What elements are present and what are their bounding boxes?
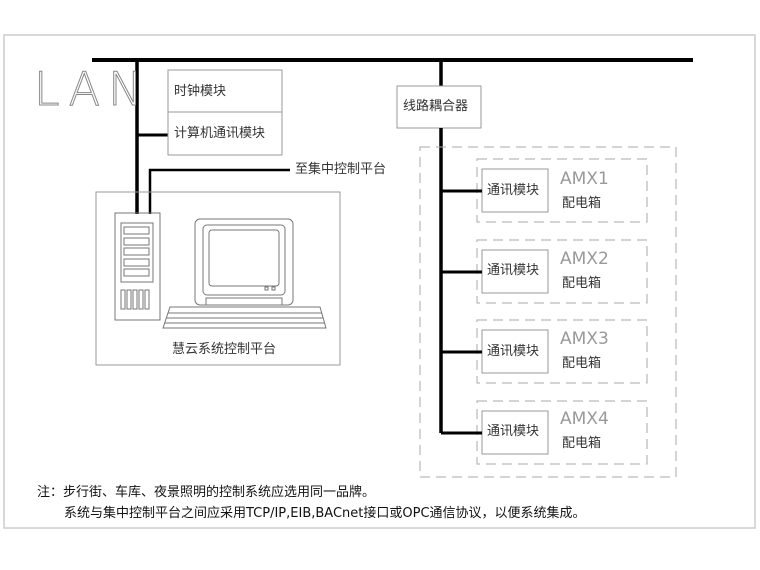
- coupler-box: [396, 85, 482, 129]
- platform-box: [95, 191, 341, 366]
- box-name: AMX4: [560, 409, 609, 429]
- box-type: 配电箱: [562, 436, 602, 451]
- coupler-label: 线路耦合器: [403, 99, 469, 114]
- lan-label: LAN: [34, 62, 151, 116]
- comm-module-label: 通讯模块: [487, 344, 540, 359]
- to-central-label: 至集中控制平台: [295, 162, 387, 177]
- comm-module-label: 通讯模块: [487, 263, 540, 278]
- box-name: AMX2: [560, 249, 609, 269]
- box-name: AMX3: [560, 329, 609, 349]
- note-line-2: 系统与集中控制平台之间应采用TCP/IP,EIB,BACnet接口或OPC通信协…: [64, 506, 586, 521]
- outer-frame: [3, 34, 756, 529]
- central-link: [148, 168, 290, 214]
- box-type: 配电箱: [562, 356, 602, 371]
- box-name: AMX1: [560, 169, 609, 189]
- comm-module-label: 通讯模块: [487, 183, 540, 198]
- comm-module-label: 通讯模块: [487, 424, 540, 439]
- keyboard-icon: [162, 306, 327, 329]
- server-tower-icon: [114, 212, 161, 321]
- comm-module-label: 计算机通讯模块: [174, 126, 266, 141]
- field-group: [419, 146, 677, 478]
- monitor-icon: [194, 218, 294, 306]
- clock-module-label: 时钟模块: [174, 84, 227, 99]
- note-line-1: 注：步行街、车库、夜景照明的控制系统应选用同一品牌。: [37, 485, 376, 500]
- box-type: 配电箱: [562, 276, 602, 291]
- box-type: 配电箱: [562, 196, 602, 211]
- platform-label: 慧云系统控制平台: [172, 342, 277, 357]
